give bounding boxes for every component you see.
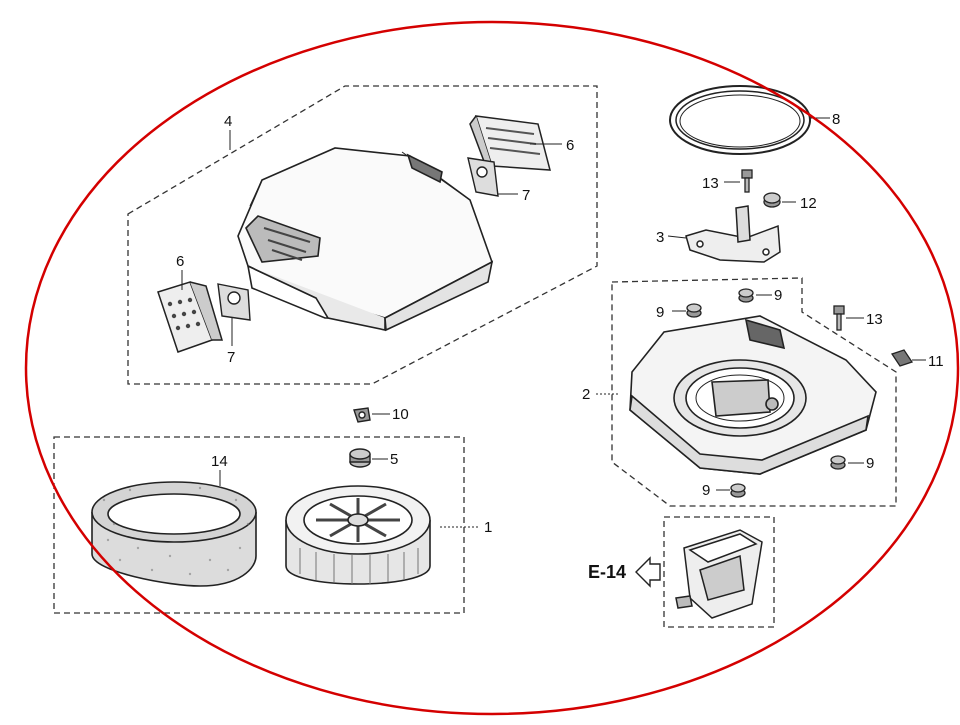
flange-bolt-lower[interactable]	[833, 305, 845, 331]
callout-9-c: 9	[866, 455, 874, 472]
flange-nut[interactable]	[763, 192, 781, 208]
foam-prefilter[interactable]	[91, 481, 257, 587]
callout-11: 11	[928, 353, 944, 370]
case-grommet-3[interactable]	[830, 455, 846, 470]
callout-4: 4	[224, 113, 232, 130]
callout-7-lower: 7	[227, 349, 235, 366]
callout-13-upper: 13	[702, 175, 719, 192]
callout-14: 14	[211, 453, 228, 470]
callout-3: 3	[656, 229, 664, 246]
reference-group-box	[663, 516, 775, 628]
flange-bolt-upper[interactable]	[741, 169, 753, 193]
case-grommet-2[interactable]	[738, 288, 754, 303]
highlight-ellipse	[24, 20, 960, 716]
reference-label[interactable]: E-14	[588, 562, 626, 582]
cover-clip-lower[interactable]	[217, 283, 251, 321]
callout-1: 1	[484, 519, 492, 536]
callout-7-upper: 7	[522, 187, 530, 204]
reference-arrow-icon[interactable]	[635, 556, 661, 588]
callout-9-a: 9	[656, 304, 664, 321]
paper-element[interactable]	[285, 485, 431, 585]
grommet[interactable]	[353, 407, 371, 423]
callout-10: 10	[392, 406, 409, 423]
callout-2: 2	[582, 386, 590, 403]
callout-5: 5	[390, 451, 398, 468]
air-cleaner-case[interactable]	[629, 315, 877, 475]
callout-13-lower: 13	[866, 311, 883, 328]
bracket[interactable]	[685, 205, 781, 263]
intake-grille-lower[interactable]	[157, 281, 224, 353]
collar[interactable]	[890, 349, 914, 367]
case-group-box	[611, 277, 897, 507]
callout-6-upper: 6	[566, 137, 574, 154]
case-grommet-4[interactable]	[730, 483, 746, 498]
callout-9-b: 9	[774, 287, 782, 304]
case-grommet-1[interactable]	[686, 303, 702, 318]
intake-elbow[interactable]	[675, 529, 763, 619]
air-cleaner-cover[interactable]	[237, 147, 494, 332]
cover-clip-upper[interactable]	[467, 157, 499, 197]
callout-6-lower: 6	[176, 253, 184, 270]
callout-9-d: 9	[702, 482, 710, 499]
element-group-box	[53, 436, 465, 614]
cover-assembly-group-box	[127, 85, 598, 385]
callout-8: 8	[832, 111, 840, 128]
cover-leaders	[181, 130, 562, 346]
callout-12: 12	[800, 195, 817, 212]
element-nut[interactable]	[349, 448, 371, 468]
seal-ring[interactable]	[669, 85, 811, 155]
